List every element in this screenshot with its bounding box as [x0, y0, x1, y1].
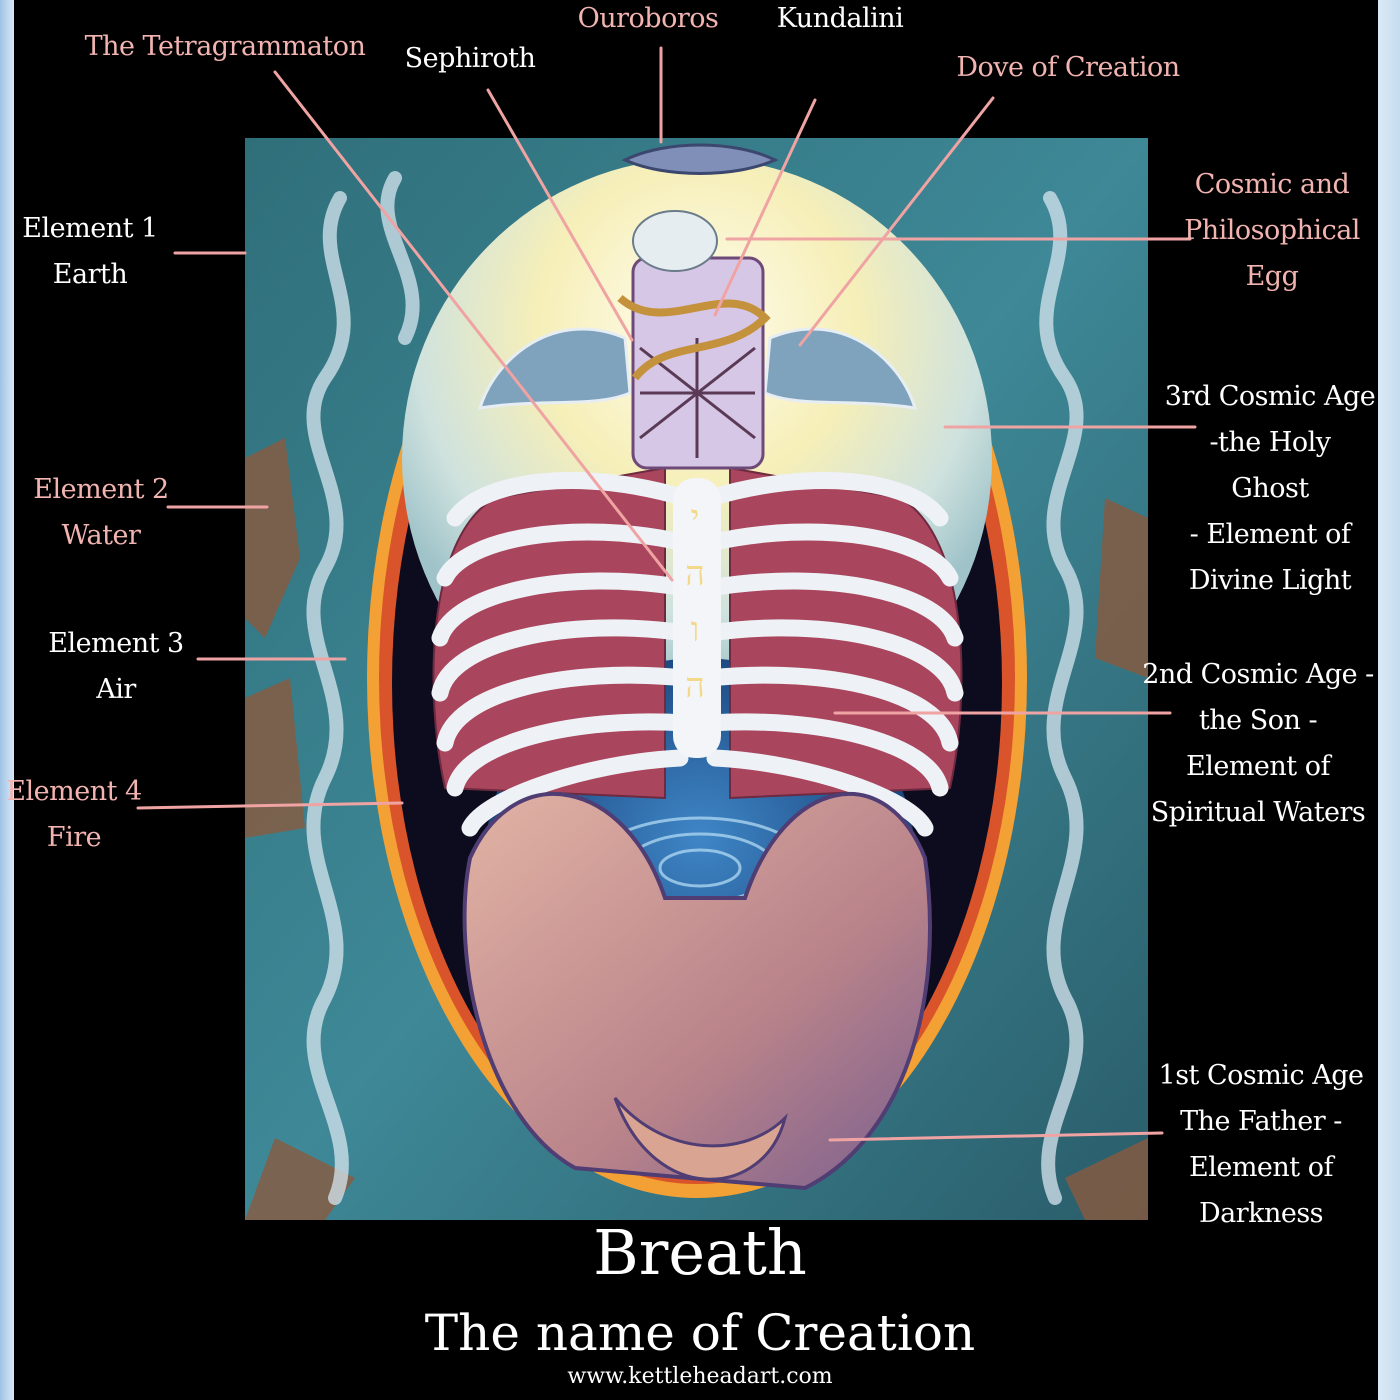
- label-ouroboros: Ouroboros: [578, 0, 719, 42]
- label-element2-line1: Element 2: [33, 467, 168, 513]
- hebrew-vav: ו: [665, 602, 725, 658]
- label-age2-line3: Element of: [1142, 744, 1374, 790]
- label-tetragrammaton: The Tetragrammaton: [85, 24, 366, 70]
- label-element4-line1: Element 4: [6, 769, 141, 815]
- page-subtitle: The name of Creation: [0, 1302, 1400, 1364]
- hebrew-yod: י: [665, 490, 725, 546]
- label-first-cosmic-age: 1st Cosmic Age The Father - Element of D…: [1159, 1053, 1364, 1237]
- label-age1-line2: The Father -: [1159, 1099, 1364, 1145]
- label-element1-line2: Earth: [22, 252, 157, 298]
- label-second-cosmic-age: 2nd Cosmic Age - the Son - Element of Sp…: [1142, 652, 1374, 836]
- label-cosmic-egg-line2: Philosophical: [1184, 208, 1360, 254]
- label-element2-line2: Water: [33, 513, 168, 559]
- label-age2-line2: the Son -: [1142, 698, 1374, 744]
- hebrew-he-2: ה: [665, 658, 725, 714]
- label-age1-line1: 1st Cosmic Age: [1159, 1053, 1364, 1099]
- label-age3-line1: 3rd Cosmic Age: [1165, 374, 1375, 420]
- label-cosmic-egg-line3: Egg: [1184, 254, 1360, 300]
- label-age3-line4: - Element of: [1165, 512, 1375, 558]
- label-dove-of-creation: Dove of Creation: [956, 45, 1179, 91]
- label-sephiroth: Sephiroth: [405, 36, 536, 82]
- label-cosmic-egg: Cosmic and Philosophical Egg: [1184, 162, 1360, 300]
- website-link[interactable]: www.kettleheadart.com: [0, 1362, 1400, 1392]
- label-age2-line4: Spiritual Waters: [1142, 790, 1374, 836]
- label-element1: Element 1 Earth: [22, 206, 157, 298]
- label-age1-line3: Element of: [1159, 1145, 1364, 1191]
- label-element1-line1: Element 1: [22, 206, 157, 252]
- label-element4: Element 4 Fire: [6, 769, 141, 861]
- page-title: Breath: [0, 1218, 1400, 1288]
- label-age3-line3: Ghost: [1165, 466, 1375, 512]
- label-element4-line2: Fire: [6, 815, 141, 861]
- label-cosmic-egg-line1: Cosmic and: [1184, 162, 1360, 208]
- label-age3-line5: Divine Light: [1165, 558, 1375, 604]
- hebrew-he-1: ה: [665, 546, 725, 602]
- label-kundalini: Kundalini: [777, 0, 904, 42]
- cosmic-egg: [633, 211, 717, 271]
- label-third-cosmic-age: 3rd Cosmic Age -the Holy Ghost - Element…: [1165, 374, 1375, 604]
- label-element3: Element 3 Air: [48, 621, 183, 713]
- label-age2-line1: 2nd Cosmic Age -: [1142, 652, 1374, 698]
- label-element2: Element 2 Water: [33, 467, 168, 559]
- hebrew-letters: י ה ו ה: [665, 490, 725, 714]
- label-element3-line2: Air: [48, 667, 183, 713]
- label-element3-line1: Element 3: [48, 621, 183, 667]
- label-age3-line2: -the Holy: [1165, 420, 1375, 466]
